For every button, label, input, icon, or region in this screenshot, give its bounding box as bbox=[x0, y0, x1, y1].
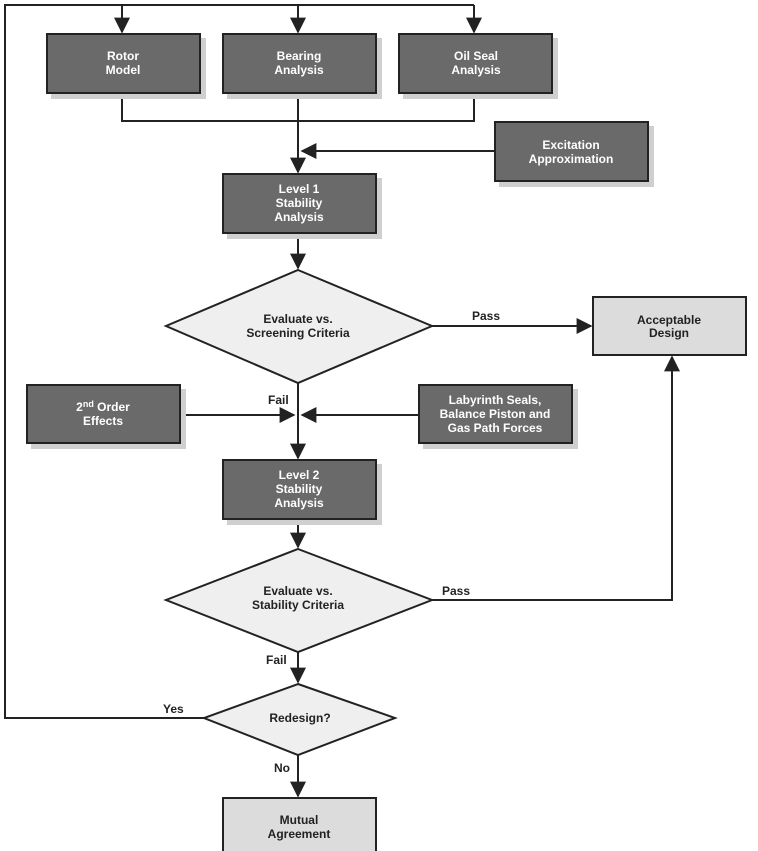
redesign-diamond: Redesign? bbox=[201, 682, 398, 757]
labyrinth-seals-box: Labyrinth Seals, Balance Piston and Gas … bbox=[418, 384, 573, 444]
excitation-line2: Approximation bbox=[529, 152, 614, 166]
connectors bbox=[4, 4, 680, 798]
bearing-analysis-line1: Bearing bbox=[277, 49, 322, 63]
labyrinth-line2: Balance Piston and bbox=[440, 407, 551, 421]
level2-line2: Stability bbox=[276, 482, 323, 496]
acceptable-design-line2: Design bbox=[649, 326, 689, 340]
rotor-model-line1: Rotor bbox=[107, 49, 139, 63]
pass-label-1: Pass bbox=[472, 309, 500, 323]
evaluate-stability-diamond: Evaluate vs. Stability Criteria bbox=[163, 547, 435, 654]
bearing-analysis-box: Bearing Analysis bbox=[222, 33, 377, 94]
mutual-agreement-box: Mutual Agreement bbox=[222, 797, 377, 851]
excitation-line1: Excitation bbox=[542, 138, 599, 152]
level2-line1: Level 2 bbox=[279, 468, 320, 482]
excitation-approximation-box: Excitation Approximation bbox=[494, 121, 649, 182]
level1-line2: Stability bbox=[276, 196, 323, 210]
level1-stability-analysis-box: Level 1 Stability Analysis bbox=[222, 173, 377, 234]
no-label: No bbox=[274, 761, 290, 775]
eval-screening-line1: Evaluate vs. bbox=[263, 312, 332, 326]
level2-stability-analysis-box: Level 2 Stability Analysis bbox=[222, 459, 377, 520]
evaluate-screening-diamond: Evaluate vs. Screening Criteria bbox=[163, 268, 435, 385]
eval-stability-line1: Evaluate vs. bbox=[263, 584, 332, 598]
rotor-model-box: Rotor Model bbox=[46, 33, 201, 94]
second-order-line1: 2nd Order bbox=[76, 399, 130, 414]
oil-seal-analysis-box: Oil Seal Analysis bbox=[398, 33, 553, 94]
pass2-arrow bbox=[432, 355, 680, 601]
eval-stability-line2: Stability Criteria bbox=[252, 598, 344, 612]
level2-line3: Analysis bbox=[274, 496, 324, 510]
redesign-yes-loop-line bbox=[4, 4, 474, 719]
level1-line3: Analysis bbox=[274, 210, 324, 224]
level1-line1: Level 1 bbox=[279, 182, 320, 196]
oil-seal-analysis-line2: Analysis bbox=[451, 63, 501, 77]
yes-label: Yes bbox=[163, 702, 184, 716]
labyrinth-line1: Labyrinth Seals, bbox=[449, 393, 542, 407]
labyrinth-line3: Gas Path Forces bbox=[448, 421, 543, 435]
pass-label-2: Pass bbox=[442, 584, 470, 598]
rotor-model-line2: Model bbox=[106, 63, 141, 77]
fail-label-1: Fail bbox=[268, 393, 289, 407]
fail-label-2: Fail bbox=[266, 653, 287, 667]
acceptable-design-box: Acceptable Design bbox=[592, 296, 747, 356]
second-order-effects-box: 2nd Order Effects bbox=[26, 384, 181, 444]
bearing-analysis-line2: Analysis bbox=[274, 63, 324, 77]
mutual-agreement-line2: Agreement bbox=[268, 827, 331, 841]
second-order-line2: Effects bbox=[83, 414, 123, 428]
eval-screening-line2: Screening Criteria bbox=[246, 326, 350, 340]
oil-seal-analysis-line1: Oil Seal bbox=[454, 49, 498, 63]
acceptable-design-line1: Acceptable bbox=[637, 313, 701, 327]
redesign-label: Redesign? bbox=[269, 711, 330, 725]
mutual-agreement-line1: Mutual bbox=[280, 813, 319, 827]
